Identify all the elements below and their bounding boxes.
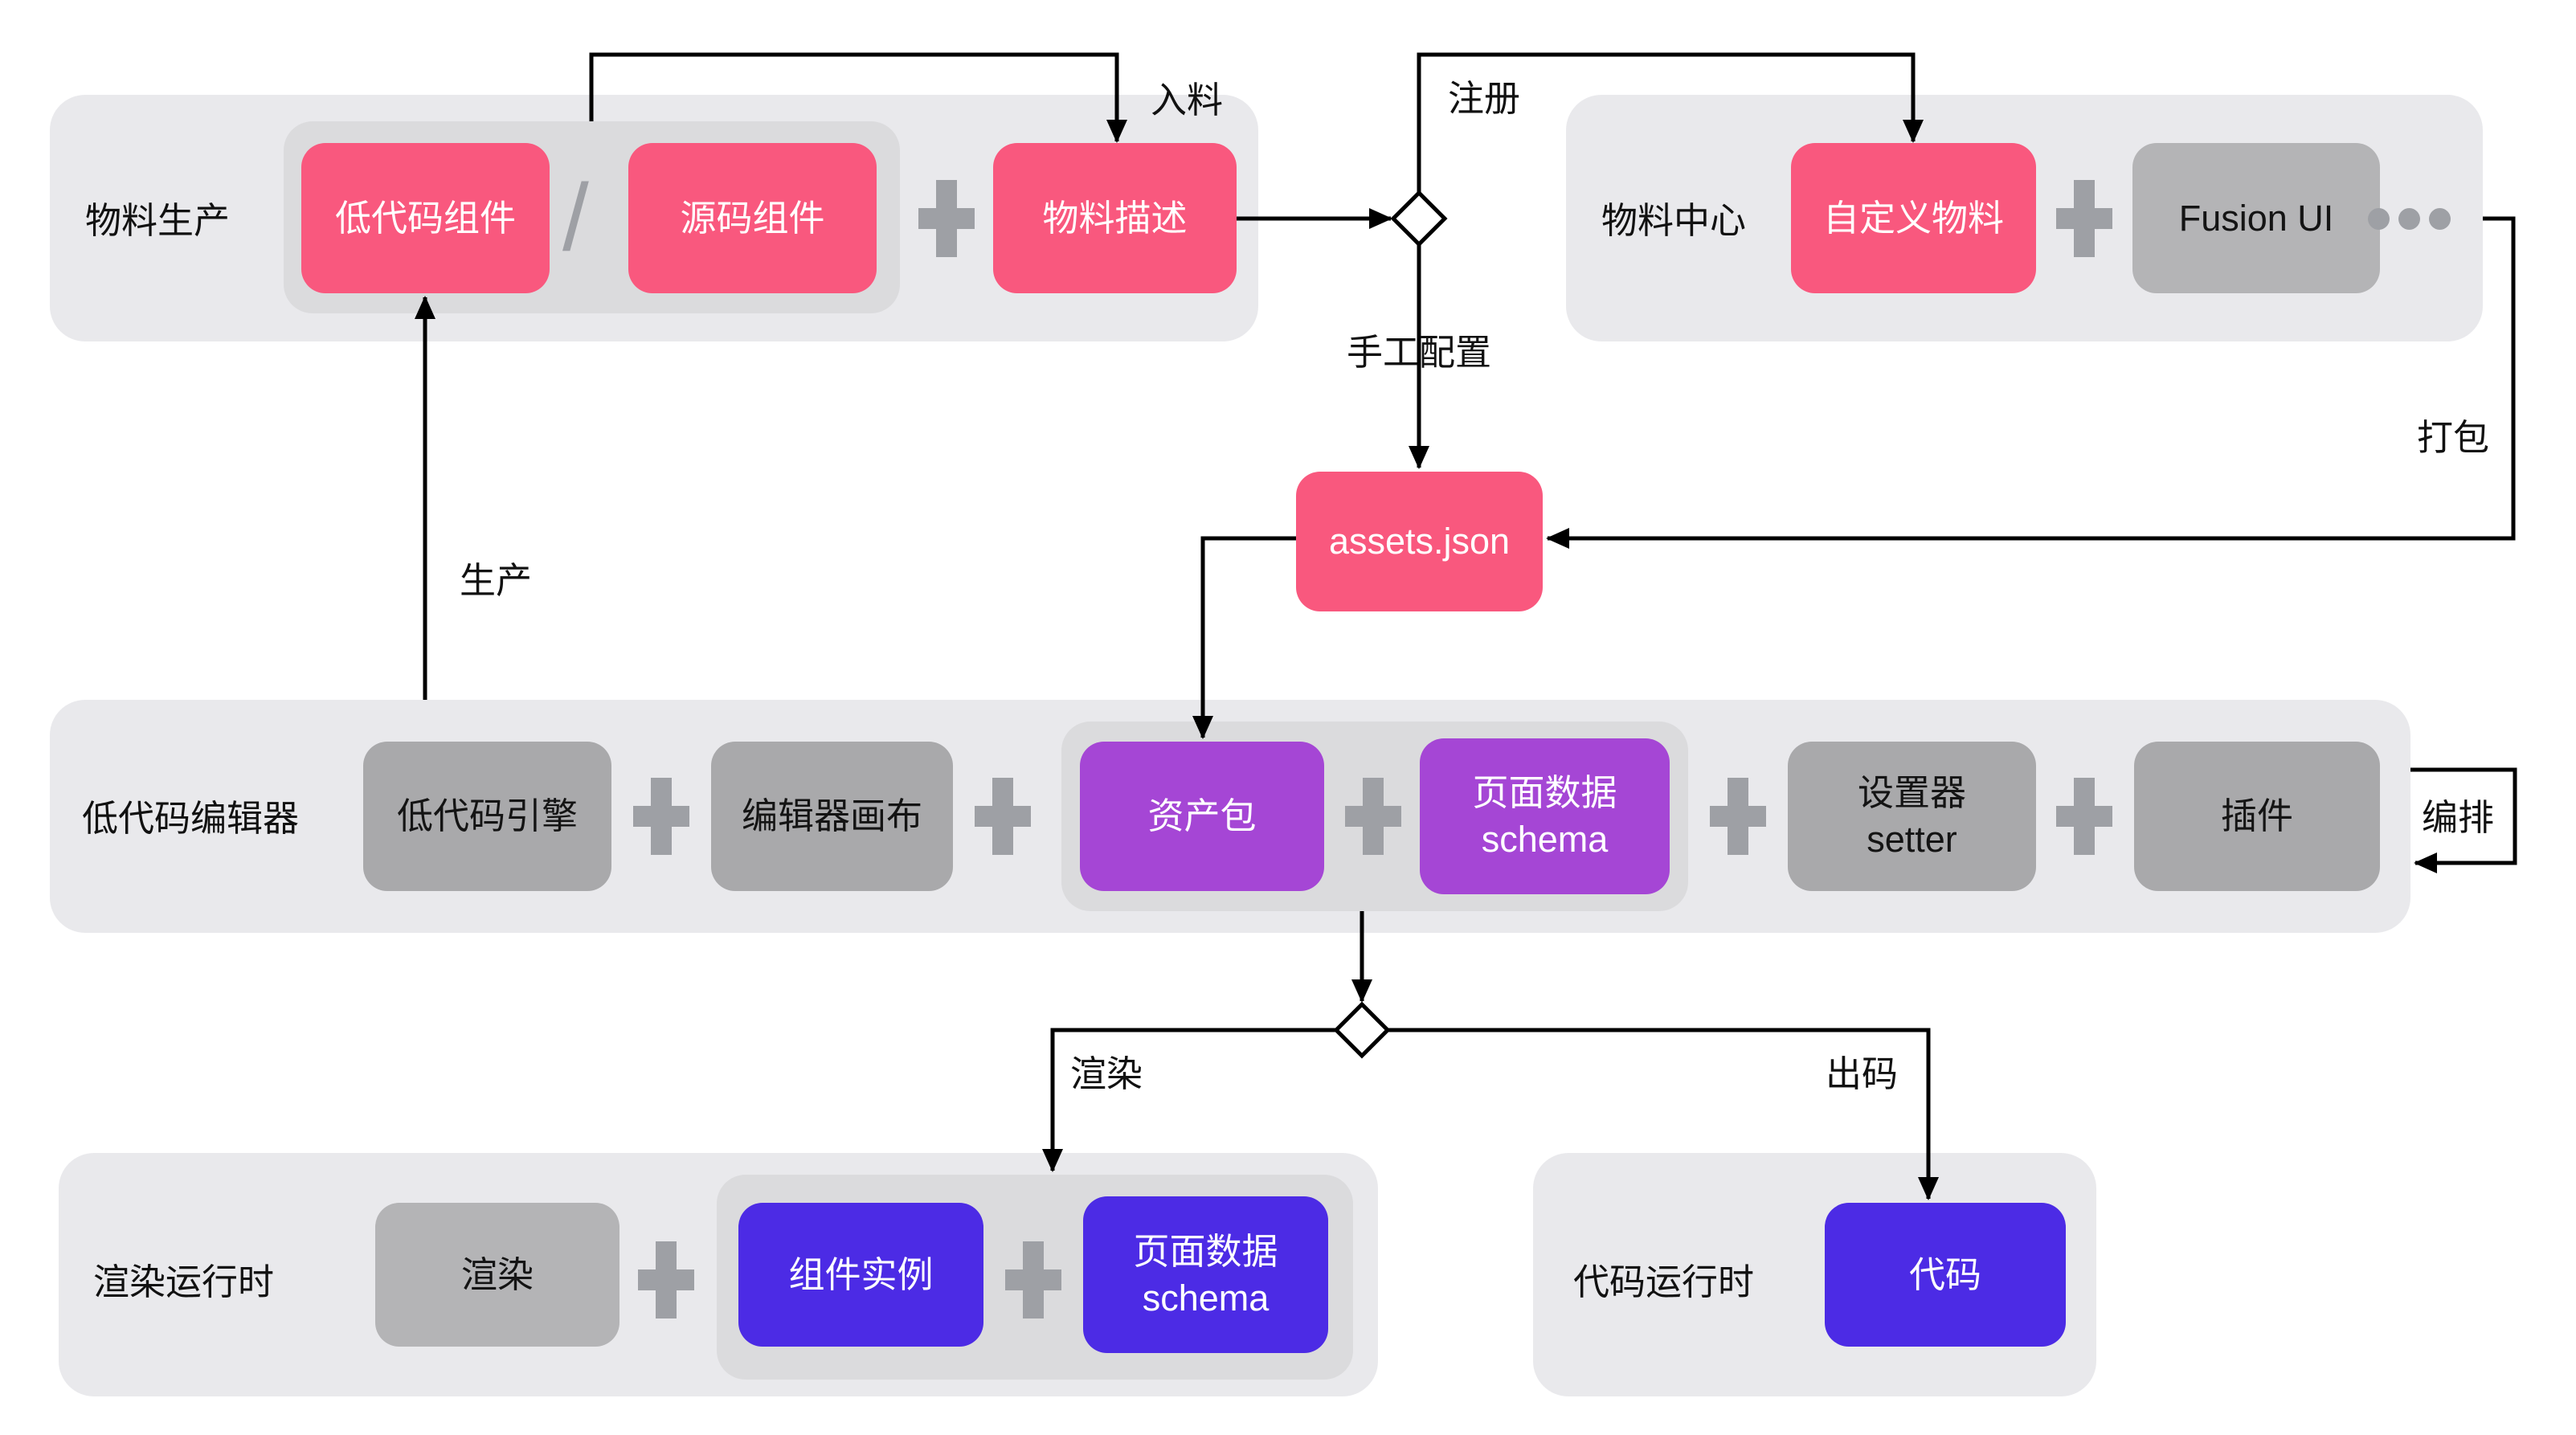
node-source-component: 源码组件 — [628, 143, 877, 293]
node-fusion-ui: Fusion UI — [2132, 143, 2380, 293]
plus-icon — [995, 1241, 1072, 1318]
junction-diamond-top — [1390, 190, 1448, 247]
slash-separator-icon: / — [562, 165, 589, 271]
node-material-description: 物料描述 — [993, 143, 1237, 293]
node-lowcode-component: 低代码组件 — [301, 143, 550, 293]
edge-render-line — [1042, 1028, 1336, 1172]
node-line: 页面数据 — [1133, 1230, 1278, 1272]
group-label-render-runtime: 渲染运行时 — [93, 1261, 275, 1302]
plus-icon — [908, 180, 985, 257]
edge-label-orchestrate: 编排 — [2422, 797, 2495, 838]
node-line: schema — [1142, 1277, 1270, 1318]
plus-icon — [1699, 778, 1777, 855]
edge-label-package: 打包 — [2417, 417, 2490, 458]
node-custom-material: 自定义物料 — [1791, 143, 2036, 293]
node-line: 页面数据 — [1472, 772, 1617, 814]
node-assets-json: assets.json — [1296, 472, 1543, 611]
plus-icon — [964, 778, 1041, 855]
plus-icon — [2046, 778, 2123, 855]
node-line: 设置器 — [1857, 772, 1966, 814]
ellipsis-icon — [2368, 208, 2451, 230]
edge-label-codegen: 出码 — [1826, 1053, 1899, 1094]
plus-icon — [628, 1241, 705, 1318]
edge-label-intake: 入料 — [1151, 80, 1224, 121]
node-line: schema — [1481, 819, 1609, 860]
group-label-lowcode-editor: 低代码编辑器 — [82, 798, 300, 839]
node-setter: 设置器 setter — [1788, 742, 2036, 891]
group-label-material-production: 物料生产 — [85, 200, 231, 241]
plus-icon — [1335, 778, 1412, 855]
edge-label-manual-config: 手工配置 — [1347, 332, 1492, 373]
edge-label-produce: 生产 — [460, 560, 533, 601]
junction-diamond-bottom — [1333, 1001, 1391, 1059]
plus-icon — [623, 778, 700, 855]
node-line: setter — [1867, 819, 1957, 860]
node-page-data-schema-editor: 页面数据 schema — [1420, 738, 1670, 894]
node-component-instance: 组件实例 — [738, 1203, 983, 1347]
node-asset-package: 资产包 — [1080, 742, 1324, 891]
edge-label-render: 渲染 — [1070, 1053, 1143, 1094]
node-code: 代码 — [1825, 1203, 2066, 1347]
node-plugin: 插件 — [2134, 742, 2380, 891]
plus-icon — [2046, 180, 2123, 257]
edge-label-register: 注册 — [1448, 78, 1521, 119]
node-render: 渲染 — [375, 1203, 619, 1347]
group-label-material-center: 物料中心 — [1601, 200, 1747, 241]
node-lowcode-engine: 低代码引擎 — [363, 742, 611, 891]
group-label-code-runtime: 代码运行时 — [1573, 1261, 1755, 1302]
node-editor-canvas: 编辑器画布 — [711, 742, 953, 891]
node-page-data-schema-runtime: 页面数据 schema — [1083, 1196, 1328, 1353]
